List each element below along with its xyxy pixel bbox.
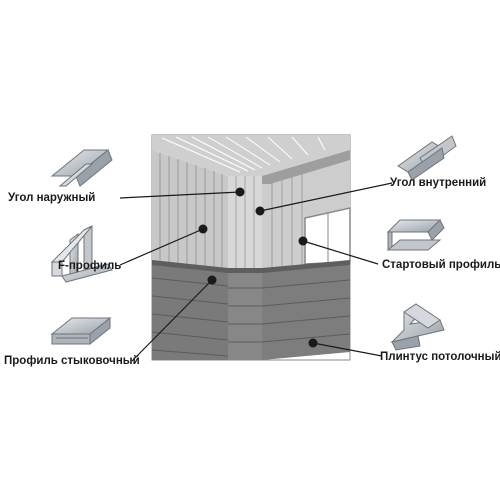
ceiling-stripes bbox=[161, 136, 326, 173]
start-profile-icon bbox=[386, 219, 445, 251]
division-strip bbox=[152, 260, 350, 273]
label-joint-profile: Профиль стыковочный bbox=[4, 355, 140, 367]
label-start-profile: Стартовый профиль bbox=[382, 259, 500, 271]
left-wall-stripes bbox=[159, 153, 223, 270]
leader-lines bbox=[119, 182, 393, 362]
outer-corner-profile-icon bbox=[50, 149, 113, 187]
f-profile-icon bbox=[50, 225, 113, 283]
inner-corner-profile-icon bbox=[397, 135, 457, 181]
column-lower bbox=[228, 270, 262, 360]
lower-panel-stripes bbox=[151, 277, 351, 357]
label-inner-corner: Угол внутренний bbox=[390, 177, 487, 189]
ceiling-plinth-profile-icon bbox=[390, 303, 445, 351]
left-wall-lower bbox=[152, 262, 228, 360]
leader-dots bbox=[198, 187, 318, 348]
label-ceiling-plinth: Плинтус потолочный bbox=[380, 351, 500, 363]
right-wall-lower bbox=[262, 262, 350, 360]
ceiling-beam bbox=[262, 150, 350, 184]
joint-profile-icon bbox=[50, 316, 112, 346]
label-f-profile: F-профиль bbox=[58, 260, 122, 272]
ceiling-panel bbox=[152, 135, 350, 176]
label-outer-corner: Угол наружный bbox=[8, 192, 96, 204]
left-wall-upper bbox=[152, 150, 228, 270]
